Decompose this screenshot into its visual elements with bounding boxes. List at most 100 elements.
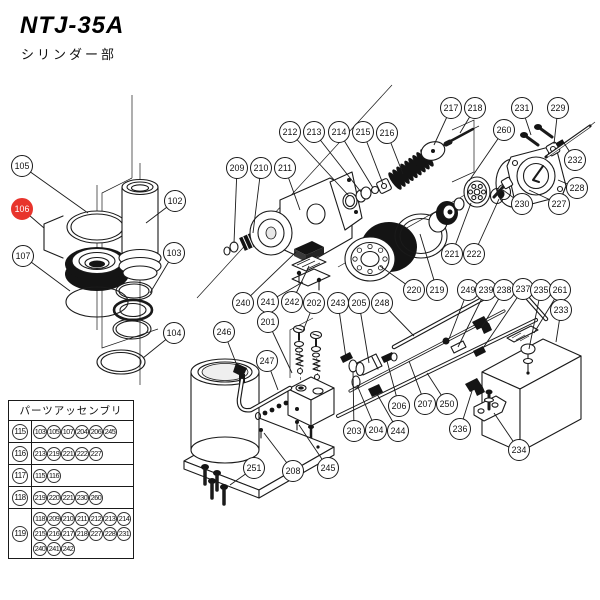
part-number[interactable]: 103 [33, 424, 47, 439]
callout-215[interactable]: 215 [352, 121, 384, 185]
callout-210[interactable]: 210 [250, 157, 272, 234]
callout-232[interactable]: 232 [563, 142, 586, 171]
callout-216[interactable]: 216 [376, 122, 404, 175]
svg-text:216: 216 [380, 128, 395, 138]
callout-218[interactable]: 218 [459, 97, 486, 134]
callout-206[interactable]: 206 [386, 360, 410, 417]
part-number[interactable]: 242 [61, 541, 75, 556]
callout-228[interactable]: 228 [557, 177, 588, 199]
part-number[interactable]: 206 [89, 424, 103, 439]
callout-244[interactable]: 244 [376, 393, 409, 442]
callout-102[interactable]: 102 [145, 190, 186, 224]
callout-230[interactable]: 230 [502, 189, 533, 215]
callout-213[interactable]: 213 [303, 121, 362, 193]
part-number[interactable]: 212 [89, 511, 103, 526]
callout-243[interactable]: 243 [327, 292, 349, 359]
callout-246[interactable]: 246 [213, 321, 239, 369]
part-number[interactable]: 219 [47, 446, 61, 461]
part-number[interactable]: 241 [47, 541, 61, 556]
svg-text:209: 209 [230, 163, 245, 173]
callout-229[interactable]: 229 [547, 97, 569, 145]
assembly-number[interactable]: 119 [12, 525, 28, 542]
callout-204[interactable]: 204 [356, 384, 387, 441]
callout-217[interactable]: 217 [433, 97, 462, 146]
part-number[interactable]: 213 [33, 446, 47, 461]
part-number[interactable]: 209 [47, 511, 61, 526]
part-number[interactable]: 231 [117, 526, 131, 541]
callout-239[interactable]: 239 [457, 279, 497, 348]
assembly-number[interactable]: 116 [12, 445, 28, 462]
part-number[interactable]: 227 [89, 446, 103, 461]
elbow-fitting [465, 378, 482, 392]
callout-231[interactable]: 231 [511, 97, 533, 136]
part-number[interactable]: 228 [103, 526, 117, 541]
callout-240[interactable]: 240 [232, 251, 297, 314]
part-number[interactable]: 211 [75, 511, 89, 526]
part-number[interactable]: 216 [47, 526, 61, 541]
part-number[interactable]: 215 [33, 526, 47, 541]
part-number[interactable]: 221 [61, 490, 75, 505]
callout-208[interactable]: 208 [263, 432, 304, 482]
callout-261[interactable]: 261 [533, 279, 571, 334]
callout-211[interactable]: 211 [274, 157, 301, 211]
callout-250[interactable]: 250 [426, 372, 458, 415]
callout-107[interactable]: 107 [12, 245, 71, 292]
callout-103[interactable]: 103 [149, 242, 185, 294]
assembly-number[interactable]: 115 [12, 423, 28, 440]
part-number[interactable]: 115 [33, 468, 47, 483]
assembly-number[interactable]: 118 [12, 489, 28, 506]
part-number[interactable]: 116 [47, 468, 61, 483]
callout-260[interactable]: 260 [468, 119, 515, 182]
callout-106[interactable]: 106 [11, 198, 45, 229]
part-number[interactable]: 220 [47, 490, 61, 505]
callout-214[interactable]: 214 [328, 121, 374, 189]
callout-247[interactable]: 247 [256, 350, 279, 391]
part-number[interactable]: 240 [33, 541, 47, 556]
svg-text:248: 248 [375, 298, 390, 308]
callout-242[interactable]: 242 [281, 265, 310, 313]
callout-227[interactable]: 227 [528, 189, 570, 215]
part-106-bracket [43, 215, 64, 259]
callout-209[interactable]: 209 [226, 157, 248, 244]
callout-201[interactable]: 201 [257, 311, 293, 374]
part-number[interactable]: 118 [33, 511, 47, 526]
callout-237[interactable]: 237 [480, 278, 534, 352]
callout-222[interactable]: 222 [463, 198, 500, 265]
callout-105[interactable]: 105 [11, 155, 89, 214]
callout-219[interactable]: 219 [419, 233, 448, 301]
callout-236[interactable]: 236 [449, 390, 473, 440]
callout-220[interactable]: 220 [379, 265, 425, 301]
callout-233[interactable]: 233 [550, 299, 572, 343]
model-title: NTJ-35A [20, 12, 125, 39]
callout-251[interactable]: 251 [229, 457, 265, 486]
callout-248[interactable]: 248 [371, 292, 415, 337]
part-number[interactable]: 105 [47, 424, 61, 439]
part-number[interactable]: 210 [61, 511, 75, 526]
part-number[interactable]: 230 [75, 490, 89, 505]
part-number[interactable]: 218 [75, 526, 89, 541]
callout-207[interactable]: 207 [408, 360, 436, 415]
part-number[interactable]: 107 [61, 424, 75, 439]
callout-212[interactable]: 212 [279, 121, 350, 197]
part-number[interactable]: 213 [103, 511, 117, 526]
svg-text:215: 215 [356, 127, 371, 137]
part-number[interactable]: 222 [75, 446, 89, 461]
part-number[interactable]: 260 [89, 490, 103, 505]
callout-245[interactable]: 245 [298, 424, 339, 479]
callout-234[interactable]: 234 [493, 412, 530, 461]
part-number[interactable]: 221 [61, 446, 75, 461]
assembly-number[interactable]: 117 [12, 467, 28, 484]
callout-203[interactable]: 203 [343, 370, 365, 442]
callout-221[interactable]: 221 [441, 202, 472, 265]
part-number[interactable]: 219 [33, 490, 47, 505]
part-number[interactable]: 227 [89, 526, 103, 541]
callout-205[interactable]: 205 [348, 292, 370, 364]
part-number[interactable]: 204 [75, 424, 89, 439]
part-number[interactable]: 245 [103, 424, 117, 439]
callout-202[interactable]: 202 [302, 292, 325, 332]
part-number[interactable]: 217 [61, 526, 75, 541]
part-number[interactable]: 214 [117, 511, 131, 526]
callout-104[interactable]: 104 [142, 322, 185, 359]
